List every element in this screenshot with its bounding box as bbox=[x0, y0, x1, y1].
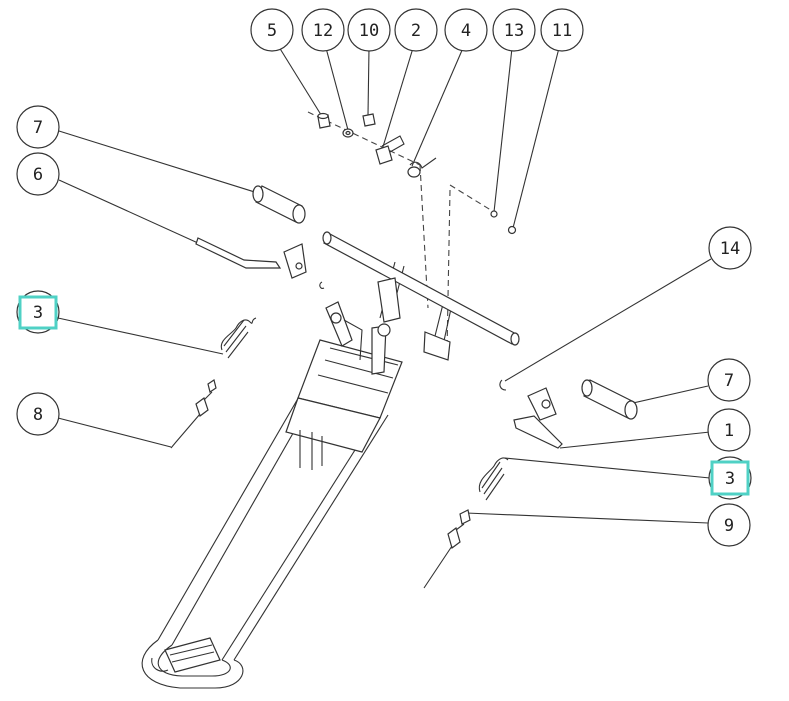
part-9-cable bbox=[423, 509, 471, 589]
callout-label: 8 bbox=[33, 405, 43, 425]
callout-12: 12 bbox=[301, 8, 345, 52]
callout-label: 6 bbox=[33, 165, 43, 185]
part-7-grip-right bbox=[581, 379, 638, 420]
callout-label: 7 bbox=[33, 118, 43, 138]
callout-3-left: 3 bbox=[16, 290, 60, 334]
callout-9: 9 bbox=[707, 503, 751, 547]
part-11-nut bbox=[507, 225, 517, 235]
part-2-bushing bbox=[375, 135, 405, 165]
callout-label: 3 bbox=[725, 469, 735, 489]
callout-label: 9 bbox=[724, 516, 734, 536]
callout-14: 14 bbox=[708, 226, 752, 270]
callout-label: 12 bbox=[313, 21, 333, 41]
callout-label: 14 bbox=[720, 239, 740, 259]
callout-label: 7 bbox=[724, 371, 734, 391]
part-14-clip bbox=[499, 379, 507, 391]
callout-label: 2 bbox=[411, 21, 421, 41]
part-3-spring-right bbox=[478, 457, 509, 501]
part-5-pin bbox=[317, 112, 331, 129]
callout-label: 10 bbox=[359, 21, 379, 41]
part-8-cable bbox=[170, 379, 217, 449]
part-6-lever bbox=[195, 237, 325, 289]
callout-5: 5 bbox=[250, 8, 294, 52]
callout-11: 11 bbox=[540, 8, 584, 52]
callout-1: 1 bbox=[707, 408, 751, 452]
part-7-grip-left bbox=[252, 185, 306, 224]
handle-frame bbox=[141, 231, 520, 689]
callout-4: 4 bbox=[444, 8, 488, 52]
callout-7-left: 7 bbox=[16, 105, 60, 149]
leader-lines bbox=[57, 46, 712, 524]
part-12-washer bbox=[342, 128, 354, 138]
highlight-box-3-left bbox=[18, 295, 58, 330]
part-4-spring bbox=[407, 157, 437, 178]
callout-label: 5 bbox=[267, 21, 277, 41]
part-13-nut bbox=[490, 210, 498, 218]
callout-7-right: 7 bbox=[707, 358, 751, 402]
callout-8: 8 bbox=[16, 392, 60, 436]
part-3-spring-left bbox=[220, 317, 257, 359]
callout-10: 10 bbox=[347, 8, 391, 52]
callout-label: 1 bbox=[724, 421, 734, 441]
callout-3-right: 3 bbox=[708, 456, 752, 500]
callout-label: 13 bbox=[504, 21, 524, 41]
part-10-nut bbox=[362, 113, 376, 127]
callout-6: 6 bbox=[16, 152, 60, 196]
callout-2: 2 bbox=[394, 8, 438, 52]
callout-label: 11 bbox=[552, 21, 572, 41]
highlight-box-3-right bbox=[710, 460, 750, 496]
callout-13: 13 bbox=[492, 8, 536, 52]
callout-label: 4 bbox=[461, 21, 471, 41]
part-1-lever bbox=[513, 387, 563, 449]
callout-label: 3 bbox=[33, 303, 43, 323]
